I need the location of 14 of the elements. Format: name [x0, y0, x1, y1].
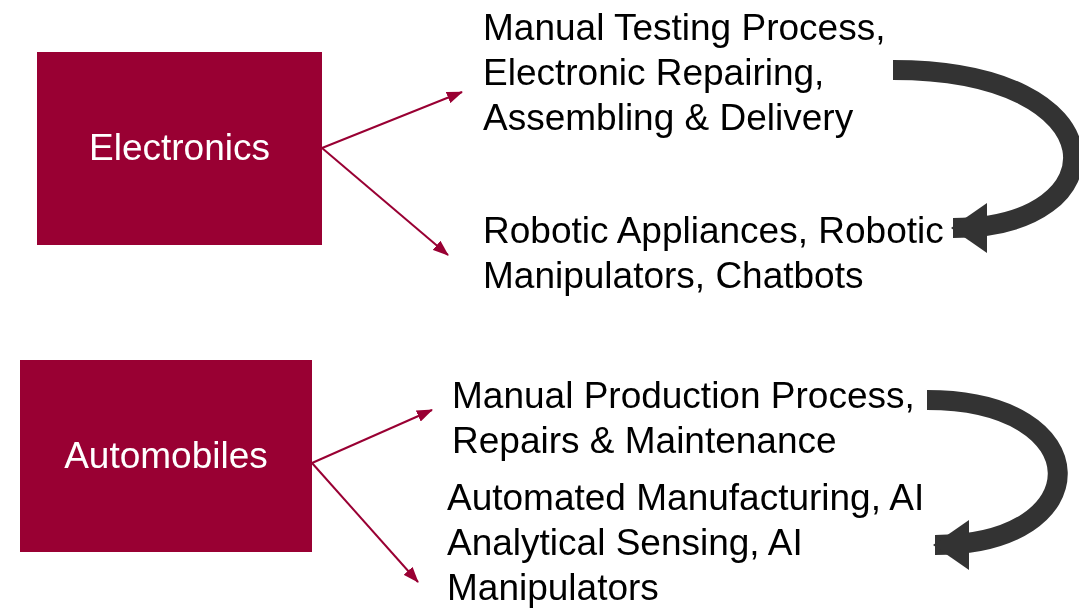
category-box — [37, 52, 322, 245]
arrow — [311, 462, 419, 583]
outcome-text: Manual Testing Process, Electronic Repairing, Assembling & Delivery — [483, 6, 887, 140]
category-label: Electronics — [89, 126, 270, 171]
outcome-text: Robotic Appliances, Robotic Manipulators, Chatbots — [483, 208, 945, 298]
arrow — [321, 91, 463, 149]
outcome-text: Manual Production Process, Repairs & Maintenance — [452, 374, 916, 463]
outcome-text: Automated Manufacturing, AI Analytical Sensing, AI Manipulators — [447, 476, 926, 610]
arrow — [321, 147, 449, 256]
curved-arrow — [892, 60, 1079, 251]
category-box — [20, 360, 312, 552]
arrow — [311, 409, 433, 464]
category-label: Automobiles — [64, 433, 268, 478]
curved-arrow — [926, 390, 1068, 568]
